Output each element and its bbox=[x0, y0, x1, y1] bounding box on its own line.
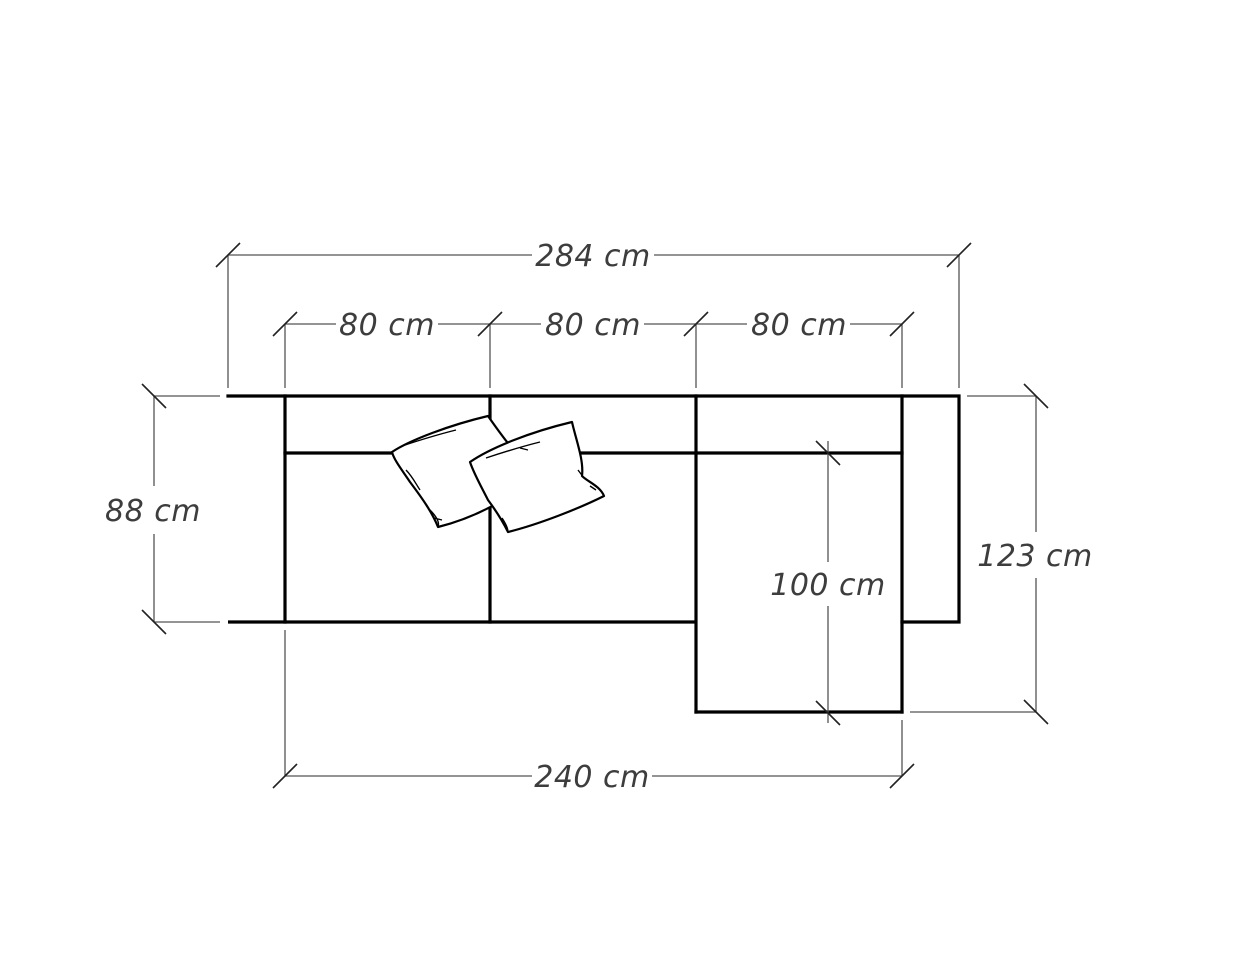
label-seat-3-width: 80 cm bbox=[751, 308, 847, 343]
dim-chaise-length: 100 cm bbox=[770, 440, 886, 726]
dim-depth: 88 cm bbox=[105, 383, 220, 635]
sofa-outline bbox=[226, 394, 961, 714]
label-chaise-length: 100 cm bbox=[770, 568, 886, 603]
dim-seat-widths: 80 cm 80 cm 80 cm bbox=[272, 308, 915, 388]
label-overall-width: 284 cm bbox=[535, 239, 651, 274]
dim-seating-width: 240 cm bbox=[272, 630, 915, 795]
label-seat-2-width: 80 cm bbox=[545, 308, 641, 343]
label-chaise-depth-total: 123 cm bbox=[977, 539, 1093, 574]
label-seating-width: 240 cm bbox=[534, 760, 650, 795]
sofa-body bbox=[226, 394, 961, 624]
dim-overall-width: 284 cm bbox=[215, 239, 972, 388]
label-depth: 88 cm bbox=[105, 494, 201, 529]
pillow-right bbox=[468, 420, 606, 534]
label-seat-1-width: 80 cm bbox=[339, 308, 435, 343]
dim-chaise-depth-total: 123 cm bbox=[910, 383, 1093, 725]
